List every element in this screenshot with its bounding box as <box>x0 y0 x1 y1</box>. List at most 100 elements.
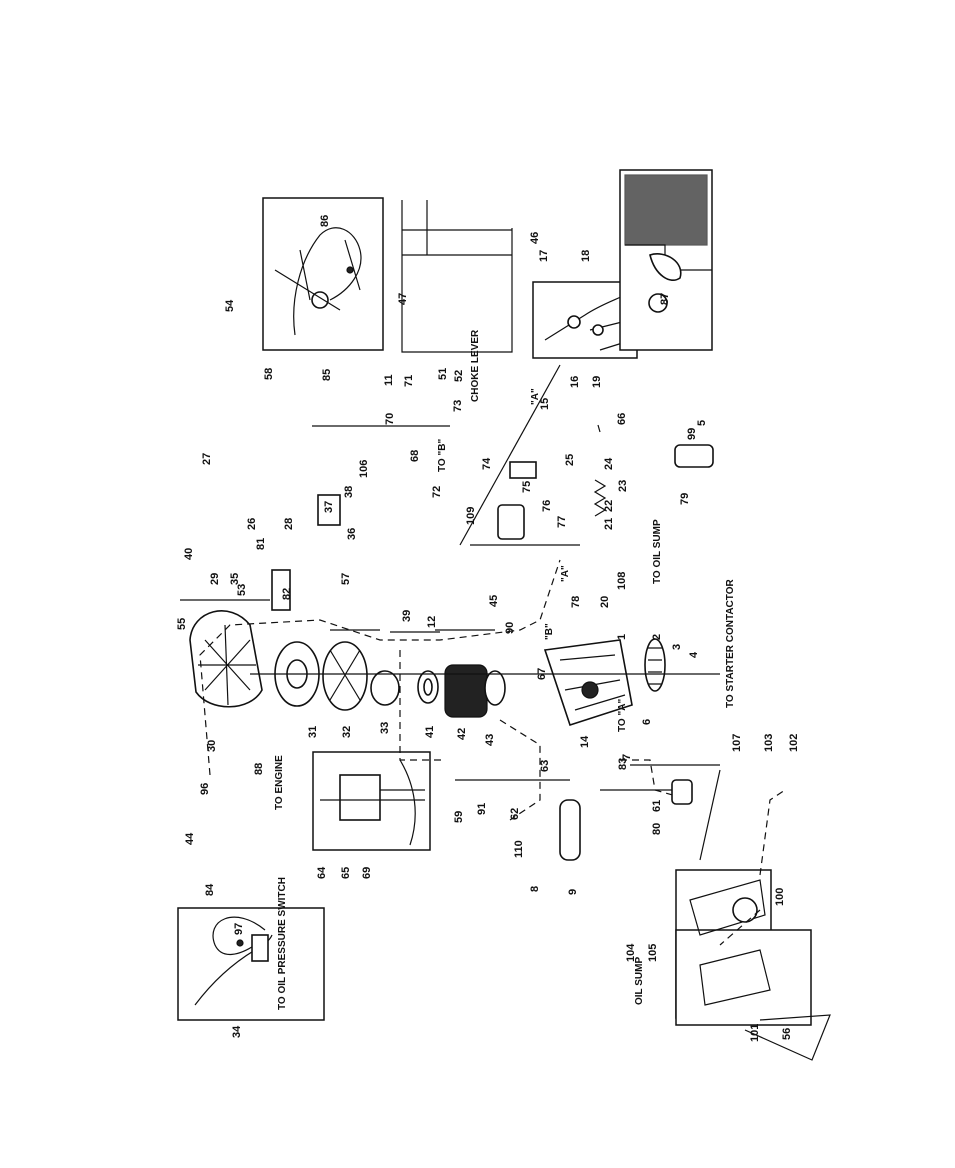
svg-text:96: 96 <box>199 783 211 795</box>
svg-text:75: 75 <box>521 481 533 493</box>
note-point-a-lower: "A" <box>560 565 571 582</box>
svg-text:99: 99 <box>686 428 698 440</box>
note-point-b: "B" <box>544 623 555 640</box>
inset-engine-photo-top <box>619 169 713 351</box>
svg-text:79: 79 <box>679 493 691 505</box>
svg-text:39: 39 <box>401 610 413 622</box>
svg-text:41: 41 <box>424 726 436 738</box>
svg-text:3: 3 <box>671 644 683 650</box>
svg-text:28: 28 <box>283 518 295 530</box>
svg-text:25: 25 <box>564 454 576 466</box>
svg-text:82: 82 <box>281 588 293 600</box>
armature <box>322 641 368 711</box>
svg-text:2: 2 <box>651 634 663 640</box>
svg-text:63: 63 <box>539 760 551 772</box>
svg-text:46: 46 <box>529 232 541 244</box>
svg-text:53: 53 <box>236 584 248 596</box>
svg-text:26: 26 <box>246 518 258 530</box>
svg-text:97: 97 <box>233 923 245 935</box>
svg-text:29: 29 <box>209 573 221 585</box>
dashed-assembly-lines <box>199 559 786 946</box>
svg-text:87: 87 <box>659 293 671 305</box>
svg-text:62: 62 <box>509 808 521 820</box>
engine-block <box>543 639 633 727</box>
crankshaft-hub <box>370 670 400 706</box>
svg-text:4: 4 <box>688 651 700 658</box>
svg-text:106: 106 <box>358 460 370 478</box>
solenoid <box>559 799 581 861</box>
svg-text:105: 105 <box>647 944 659 962</box>
svg-text:109: 109 <box>465 507 477 525</box>
starter-gear <box>644 638 666 692</box>
svg-text:100: 100 <box>774 888 786 906</box>
svg-text:38: 38 <box>343 486 355 498</box>
annotation-notes: TO OIL PRESSURE SWITCH TO ENGINE TO STAR… <box>274 329 736 1010</box>
fuel-filter <box>671 779 693 805</box>
svg-text:24: 24 <box>603 457 615 470</box>
svg-text:69: 69 <box>361 867 373 879</box>
svg-text:52: 52 <box>453 370 465 382</box>
svg-text:107: 107 <box>731 734 743 752</box>
svg-text:90: 90 <box>504 622 516 634</box>
svg-text:67: 67 <box>536 668 548 680</box>
note-to-engine: TO ENGINE <box>274 755 285 810</box>
note-to-a: TO "A" <box>617 699 628 732</box>
svg-text:15: 15 <box>539 398 551 410</box>
svg-text:104: 104 <box>625 943 637 962</box>
svg-text:70: 70 <box>384 413 396 425</box>
svg-text:44: 44 <box>184 832 196 845</box>
svg-text:32: 32 <box>341 726 353 738</box>
svg-text:23: 23 <box>617 480 629 492</box>
svg-text:22: 22 <box>603 500 615 512</box>
svg-text:68: 68 <box>409 450 421 462</box>
svg-text:59: 59 <box>453 811 465 823</box>
svg-text:56: 56 <box>781 1028 793 1040</box>
svg-text:20: 20 <box>599 596 611 608</box>
svg-text:103: 103 <box>763 734 775 752</box>
svg-text:27: 27 <box>201 453 213 465</box>
svg-text:6: 6 <box>641 719 653 725</box>
svg-text:54: 54 <box>224 299 236 312</box>
svg-text:86: 86 <box>319 215 331 227</box>
svg-text:12: 12 <box>426 616 438 628</box>
svg-text:78: 78 <box>570 596 582 608</box>
svg-text:17: 17 <box>538 250 550 262</box>
svg-text:8: 8 <box>529 886 541 892</box>
svg-text:42: 42 <box>456 728 468 740</box>
note-point-a-upper: "A" <box>530 388 541 405</box>
svg-text:74: 74 <box>481 457 493 470</box>
svg-text:77: 77 <box>556 516 568 528</box>
inset-oil-sump-photo <box>675 869 831 1061</box>
part-number-labels: 1 2 3 4 5 6 7 8 9 11 12 14 15 16 17 18 1… <box>176 215 800 1042</box>
svg-text:21: 21 <box>603 518 615 530</box>
svg-text:11: 11 <box>383 374 395 386</box>
svg-text:66: 66 <box>616 413 628 425</box>
svg-text:51: 51 <box>437 368 449 380</box>
svg-text:5: 5 <box>696 420 708 426</box>
svg-text:80: 80 <box>651 823 663 835</box>
svg-text:31: 31 <box>307 726 319 738</box>
svg-text:102: 102 <box>788 734 800 752</box>
svg-text:72: 72 <box>431 486 443 498</box>
svg-text:57: 57 <box>340 573 352 585</box>
svg-text:34: 34 <box>231 1025 243 1038</box>
svg-text:101: 101 <box>749 1024 761 1042</box>
note-oil-sump: OIL SUMP <box>634 957 645 1005</box>
note-to-oil-pressure-switch: TO OIL PRESSURE SWITCH <box>277 877 288 1010</box>
svg-text:76: 76 <box>541 500 553 512</box>
svg-text:36: 36 <box>346 528 358 540</box>
svg-text:37: 37 <box>323 501 335 513</box>
svg-text:110: 110 <box>513 840 525 858</box>
svg-text:19: 19 <box>591 376 603 388</box>
svg-text:73: 73 <box>452 400 464 412</box>
svg-text:65: 65 <box>340 867 352 879</box>
svg-text:30: 30 <box>206 740 218 752</box>
svg-text:47: 47 <box>397 293 409 305</box>
note-to-starter-contactor: TO STARTER CONTACTOR <box>725 579 736 708</box>
svg-text:55: 55 <box>176 618 188 630</box>
svg-text:88: 88 <box>253 763 265 775</box>
svg-text:7: 7 <box>621 754 633 760</box>
svg-text:108: 108 <box>616 572 628 590</box>
svg-text:91: 91 <box>476 803 488 815</box>
